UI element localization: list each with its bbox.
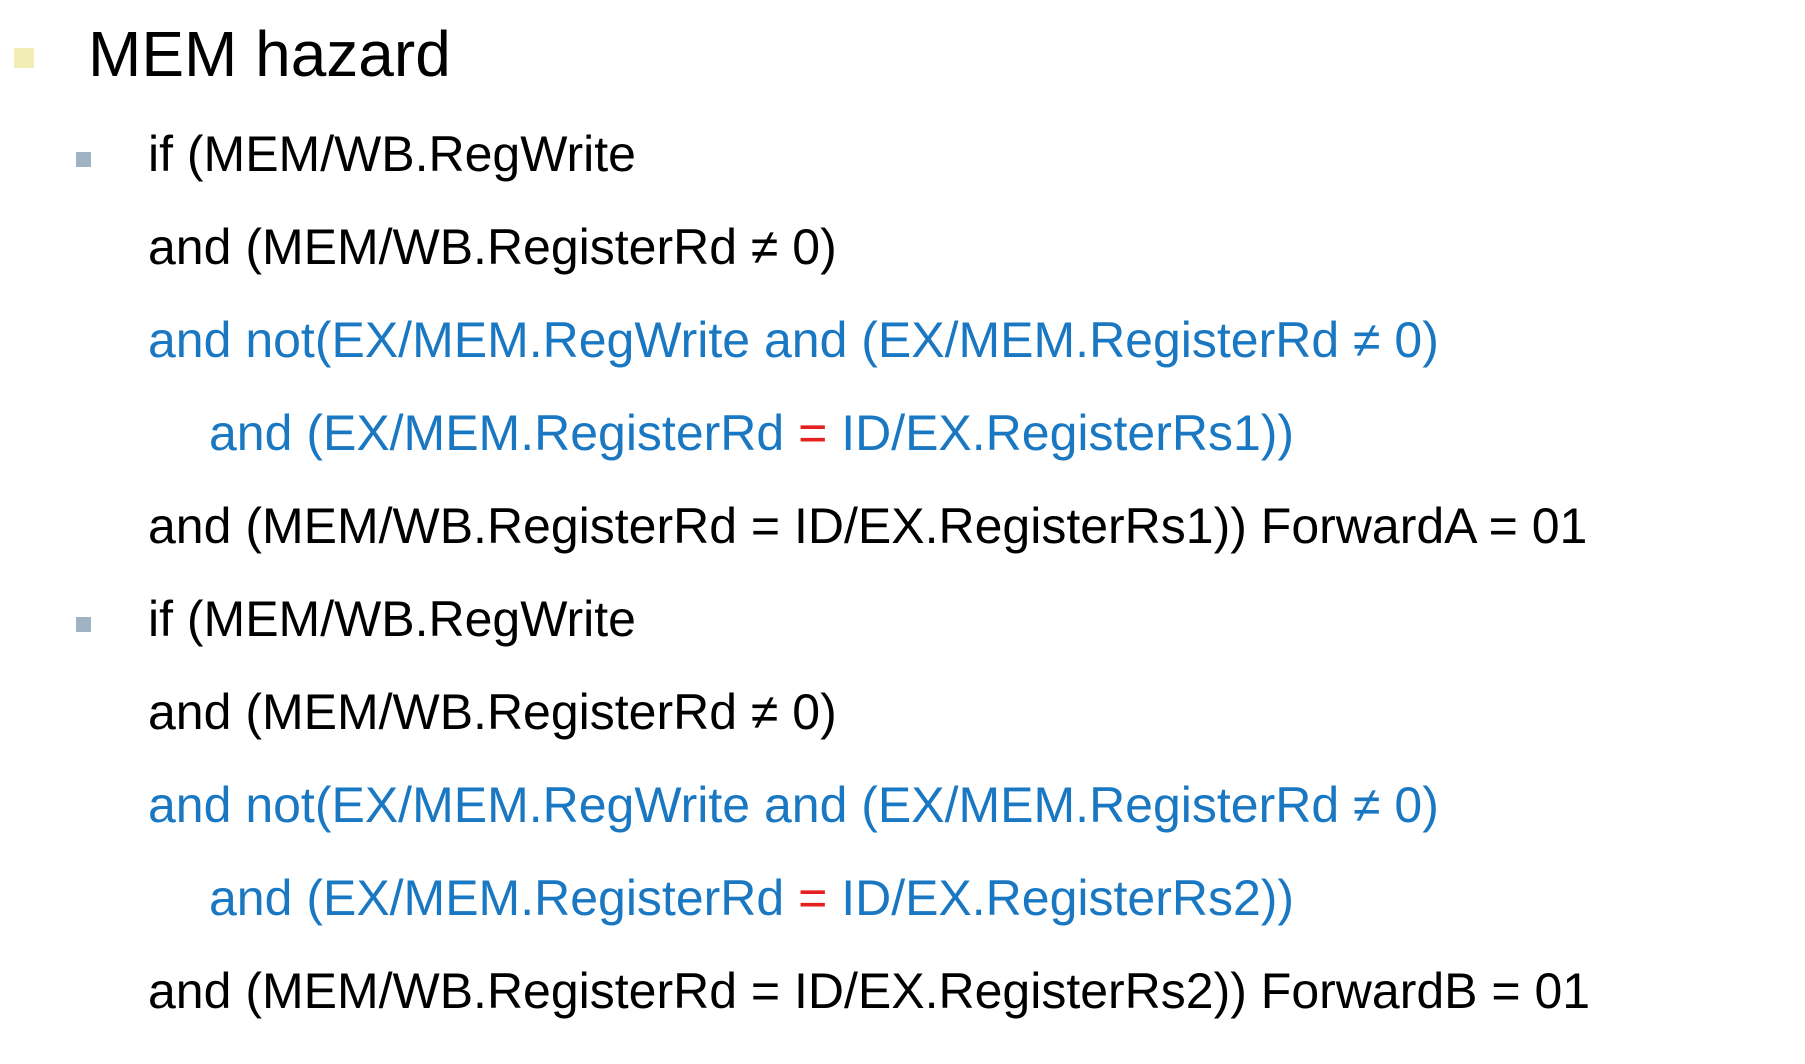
slide-title: MEM hazard [88, 18, 451, 90]
equals-operator: = [798, 870, 828, 926]
condition-line: and (MEM/WB.RegisterRd ≠ 0) [148, 219, 837, 275]
condition-line: and (MEM/WB.RegisterRd = ID/EX.RegisterR… [148, 498, 1588, 554]
condition-line-highlighted: and not(EX/MEM.RegWrite and (EX/MEM.Regi… [148, 777, 1439, 833]
condition-line: and (MEM/WB.RegisterRd ≠ 0) [148, 684, 837, 740]
condition-line-highlighted: and (EX/MEM.RegisterRd = ID/EX.RegisterR… [209, 393, 1294, 473]
condition-line: and (MEM/WB.RegisterRd = ID/EX.RegisterR… [148, 963, 1591, 1019]
title-row: MEM hazard [14, 14, 451, 94]
square-bullet-icon [76, 152, 91, 167]
condition-line-highlighted: and not(EX/MEM.RegWrite and (EX/MEM.Regi… [148, 312, 1439, 368]
condition-line-highlighted: and (EX/MEM.RegisterRd = ID/EX.RegisterR… [209, 858, 1294, 938]
condition-text: ID/EX.RegisterRs2)) [827, 870, 1295, 926]
condition-text: and (EX/MEM.RegisterRd [209, 405, 799, 461]
square-bullet-icon [76, 617, 91, 632]
condition-line: if (MEM/WB.RegWrite [148, 591, 636, 647]
square-bullet-icon [14, 48, 34, 68]
equals-operator: = [798, 405, 828, 461]
condition-line: if (MEM/WB.RegWrite [148, 126, 636, 182]
condition-text: and (EX/MEM.RegisterRd [209, 870, 799, 926]
condition-text: ID/EX.RegisterRs1)) [827, 405, 1295, 461]
